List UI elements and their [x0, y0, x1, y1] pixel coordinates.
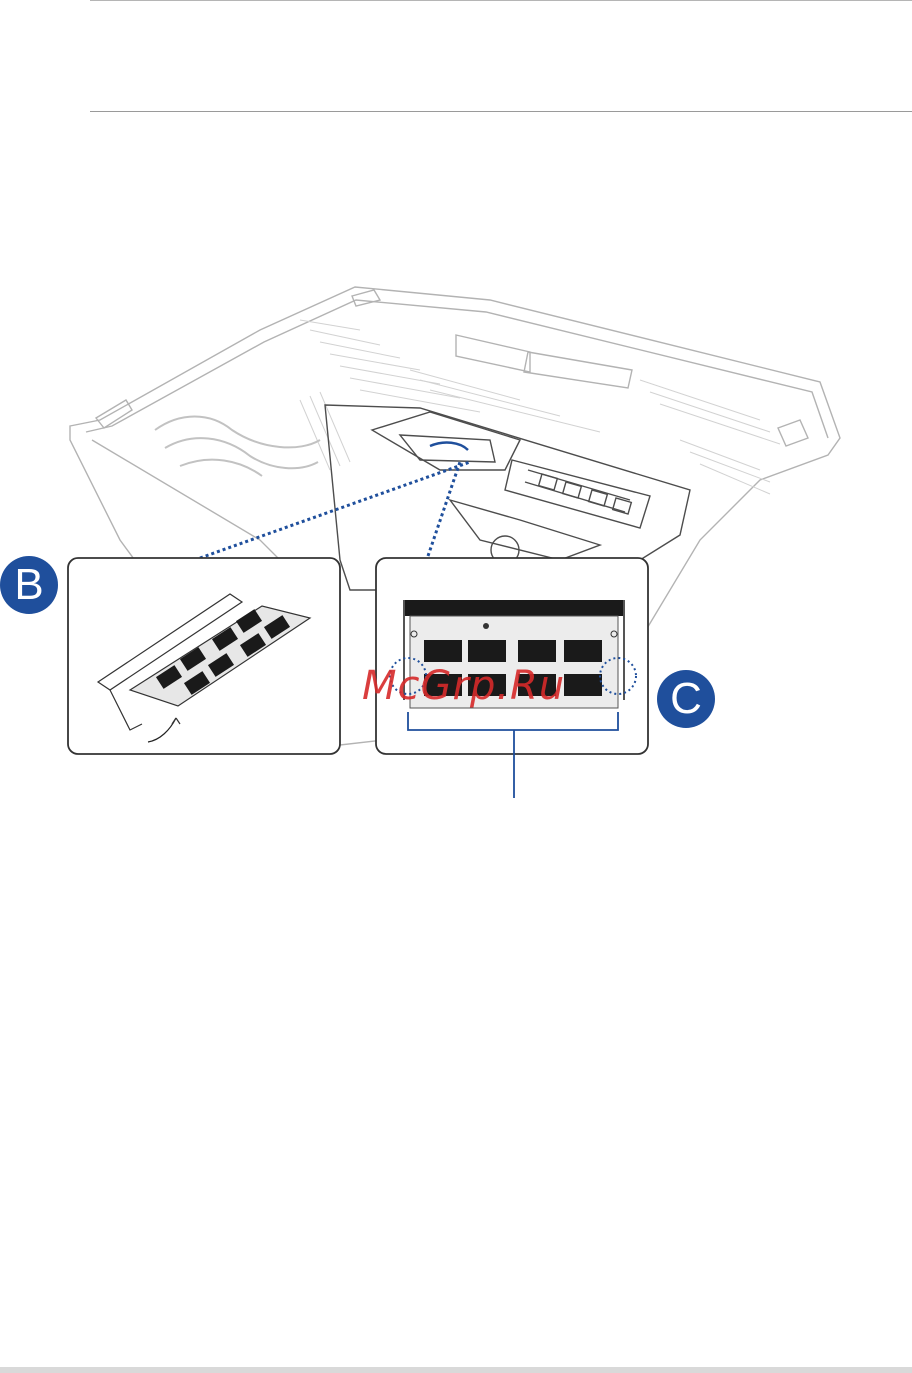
watermark: McGrp.Ru [362, 663, 565, 709]
rog-logo [155, 417, 320, 477]
connector-highlight [430, 443, 468, 450]
step-badge-c: C [657, 670, 715, 728]
step-badge-b: B [0, 556, 58, 614]
footer-bar [0, 1367, 912, 1373]
